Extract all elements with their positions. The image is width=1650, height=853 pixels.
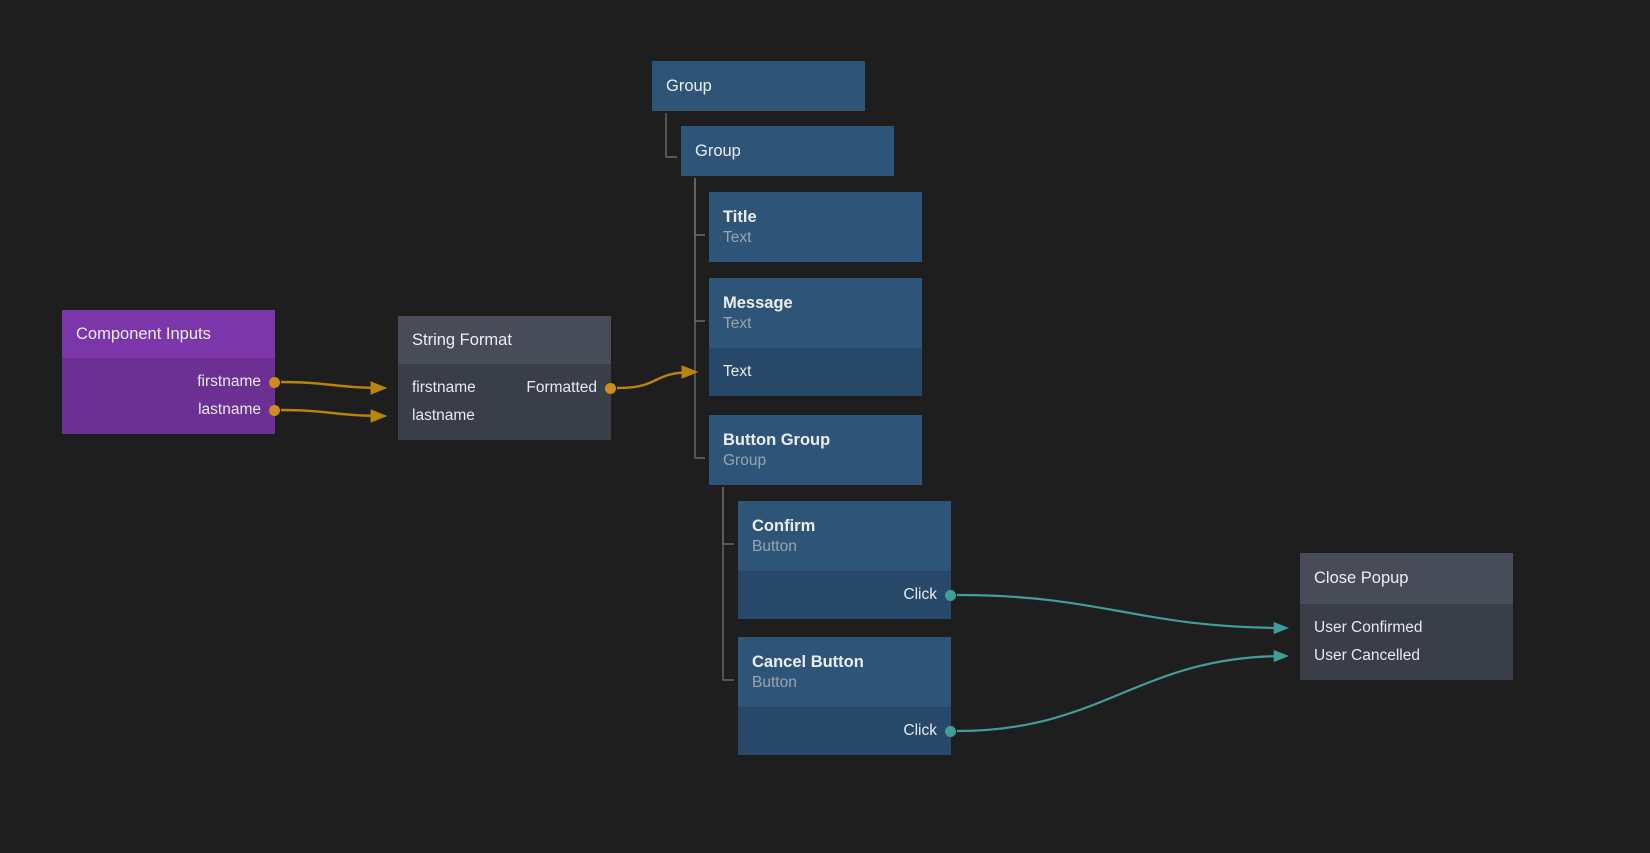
port-row: lastname: [62, 396, 275, 424]
node-body: Text: [709, 348, 922, 396]
body-top-spacer: [709, 348, 922, 358]
body-bottom-spacer: [398, 430, 611, 440]
body-top-spacer: [62, 358, 275, 368]
body-bottom-spacer: [738, 745, 951, 755]
input-port-label[interactable]: User Confirmed: [1314, 619, 1423, 637]
node-title: Button Group: [723, 430, 908, 451]
node-header[interactable]: Cancel ButtonButton: [738, 637, 951, 707]
body-top-spacer: [1300, 604, 1513, 614]
node-title: Cancel Button: [752, 652, 937, 673]
node-component-inputs[interactable]: Component Inputs firstname lastname: [62, 310, 275, 434]
output-port-label[interactable]: lastname: [198, 401, 261, 419]
node-title: Group: [666, 76, 851, 97]
body-bottom-spacer: [709, 386, 922, 396]
node-subtitle: Button: [752, 673, 937, 693]
output-port-label[interactable]: Click: [903, 586, 937, 604]
body-top-spacer: [398, 364, 611, 374]
node-group-root[interactable]: Group: [652, 61, 865, 111]
tree-link-tree-group-child-to-title: [695, 178, 705, 235]
node-title: Confirm: [752, 516, 937, 537]
body-bottom-spacer: [1300, 670, 1513, 680]
node-confirm-node[interactable]: ConfirmButtonClick: [738, 501, 951, 619]
port-row: Click: [738, 717, 951, 745]
node-string-format[interactable]: String Format firstname Formatted lastname: [398, 316, 611, 440]
node-header[interactable]: Button GroupGroup: [709, 415, 922, 485]
port-row: User Cancelled: [1300, 642, 1513, 670]
input-port-label[interactable]: lastname: [412, 407, 475, 425]
port-row: lastname: [398, 402, 611, 430]
node-body: firstname Formatted lastname: [398, 364, 611, 440]
node-body: firstname lastname: [62, 358, 275, 434]
node-header[interactable]: Component Inputs: [62, 310, 275, 358]
tree-link-tree-button-group-to-confirm: [723, 487, 734, 544]
node-group-child[interactable]: Group: [681, 126, 894, 176]
node-title: Message: [723, 293, 908, 314]
body-bottom-spacer: [738, 609, 951, 619]
node-header[interactable]: Group: [652, 61, 865, 111]
node-subtitle: Group: [723, 451, 908, 471]
node-header[interactable]: TitleText: [709, 192, 922, 262]
port-row: Text: [709, 358, 922, 386]
node-title-node[interactable]: TitleText: [709, 192, 922, 262]
body-bottom-spacer: [62, 424, 275, 434]
node-message-node[interactable]: MessageTextText: [709, 278, 922, 396]
port-row: firstname: [62, 368, 275, 396]
node-header[interactable]: Group: [681, 126, 894, 176]
input-port-label[interactable]: firstname: [412, 379, 476, 397]
edge-edge-formatted[interactable]: [617, 372, 695, 388]
node-title: Component Inputs: [76, 324, 261, 345]
input-port-label[interactable]: Text: [723, 363, 751, 381]
output-port-label[interactable]: firstname: [197, 373, 261, 391]
port-row: Click: [738, 581, 951, 609]
port-row: User Confirmed: [1300, 614, 1513, 642]
node-header[interactable]: Close Popup: [1300, 553, 1513, 604]
edge-edge-cancel-click[interactable]: [957, 656, 1286, 731]
node-header[interactable]: ConfirmButton: [738, 501, 951, 571]
node-body: User ConfirmedUser Cancelled: [1300, 604, 1513, 680]
node-body: Click: [738, 707, 951, 755]
output-port-dot[interactable]: [269, 377, 280, 388]
output-port-label[interactable]: Click: [903, 722, 937, 740]
tree-link-tree-group-child-to-button-group: [695, 178, 705, 458]
node-subtitle: Text: [723, 314, 908, 334]
output-port-label[interactable]: Formatted: [526, 379, 597, 397]
input-port-label[interactable]: User Cancelled: [1314, 647, 1420, 665]
node-button-group-node[interactable]: Button GroupGroup: [709, 415, 922, 485]
node-title: Close Popup: [1314, 568, 1499, 589]
node-title: Group: [695, 141, 880, 162]
node-close-popup[interactable]: Close PopupUser ConfirmedUser Cancelled: [1300, 553, 1513, 680]
tree-link-tree-button-group-to-cancel: [723, 487, 734, 680]
output-port-dot[interactable]: [945, 726, 956, 737]
body-top-spacer: [738, 571, 951, 581]
output-port-dot[interactable]: [945, 590, 956, 601]
body-top-spacer: [738, 707, 951, 717]
node-subtitle: Button: [752, 537, 937, 557]
output-port-dot[interactable]: [605, 383, 616, 394]
port-row: firstname Formatted: [398, 374, 611, 402]
tree-link-tree-group-root-to-group-child: [666, 113, 677, 157]
node-cancel-node[interactable]: Cancel ButtonButtonClick: [738, 637, 951, 755]
edge-edge-confirm-click[interactable]: [957, 595, 1286, 628]
edge-edge-lastname[interactable]: [281, 410, 384, 416]
node-header[interactable]: MessageText: [709, 278, 922, 348]
node-body: Click: [738, 571, 951, 619]
node-title: String Format: [412, 330, 597, 351]
node-subtitle: Text: [723, 228, 908, 248]
output-port-dot[interactable]: [269, 405, 280, 416]
edge-edge-firstname[interactable]: [281, 382, 384, 388]
node-header[interactable]: String Format: [398, 316, 611, 364]
node-title: Title: [723, 207, 908, 228]
tree-link-tree-group-child-to-message: [695, 178, 705, 321]
